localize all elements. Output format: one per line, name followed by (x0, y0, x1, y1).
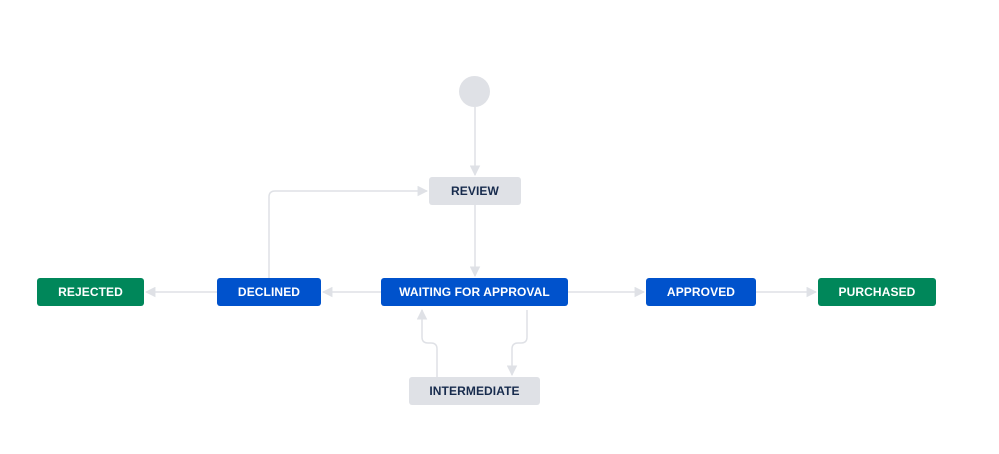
status-rejected[interactable]: REJECTED (37, 278, 144, 306)
status-declined[interactable]: DECLINED (217, 278, 321, 306)
transition-declined-to-review (268, 185, 429, 278)
start-node (459, 76, 490, 107)
status-purchased[interactable]: PURCHASED (818, 278, 936, 306)
transition-waiting-to-intermediate (506, 310, 528, 377)
status-intermediate[interactable]: INTERMEDIATE (409, 377, 540, 405)
transition-intermediate-to-waiting (416, 308, 438, 377)
status-review[interactable]: REVIEW (429, 177, 521, 205)
status-waiting-for-approval[interactable]: WAITING FOR APPROVAL (381, 278, 568, 306)
status-approved[interactable]: APPROVED (646, 278, 756, 306)
